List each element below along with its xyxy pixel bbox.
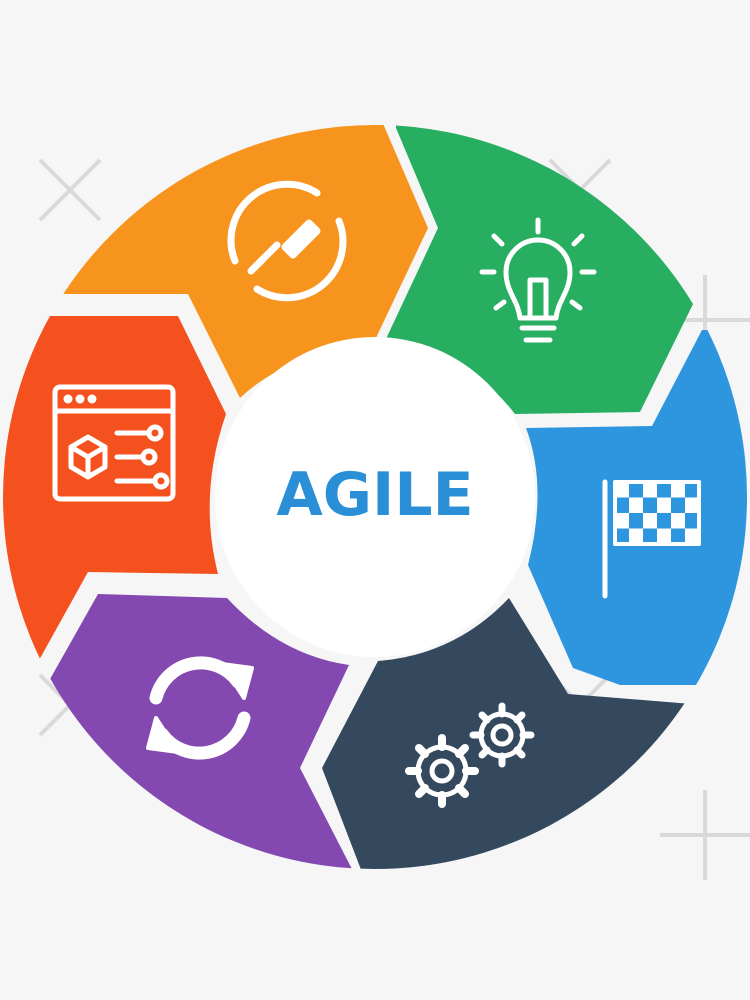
checkered-flag-icon bbox=[602, 479, 701, 599]
gears-icon bbox=[405, 702, 535, 808]
watermark-plus-mark bbox=[660, 790, 750, 880]
gear-large-icon bbox=[405, 734, 479, 808]
lightbulb-icon bbox=[479, 217, 597, 343]
refresh-cycle-icon bbox=[146, 656, 254, 760]
center-label: AGILE bbox=[276, 460, 473, 530]
watermark-x-mark bbox=[38, 158, 102, 222]
center-hub bbox=[215, 337, 535, 657]
plug-cycle-icon bbox=[227, 180, 347, 302]
browser-settings-icon bbox=[52, 384, 176, 502]
gear-small-icon bbox=[469, 702, 535, 768]
